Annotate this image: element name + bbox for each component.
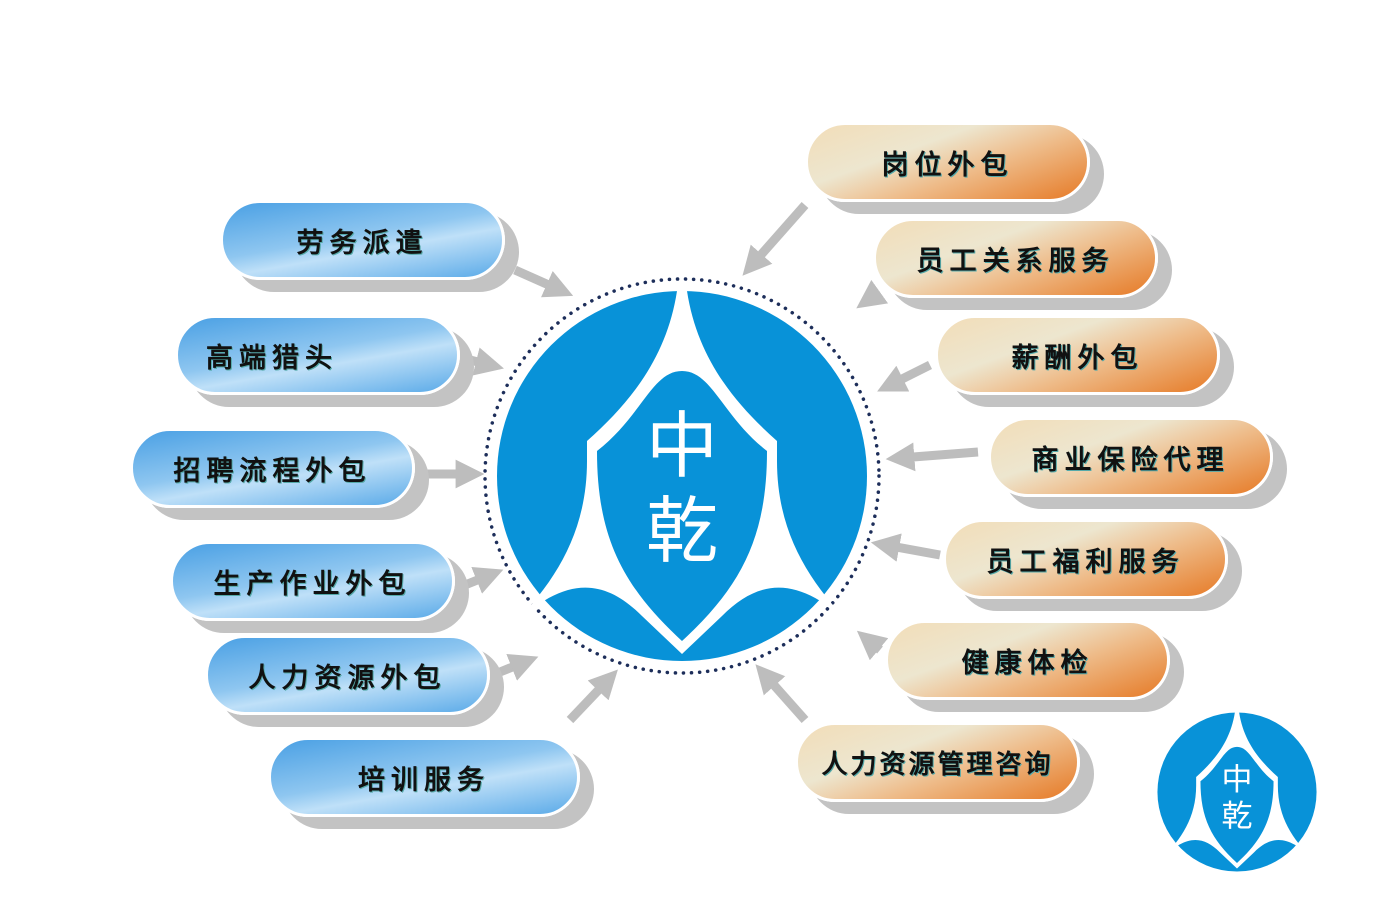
arrow	[463, 566, 504, 594]
arrow	[877, 360, 933, 392]
arrow	[566, 669, 618, 724]
logo-text-2: 乾	[646, 489, 718, 573]
service-pill: 商业保险代理	[988, 417, 1273, 497]
service-pill: 人力资源外包	[205, 635, 490, 715]
arrow	[468, 347, 504, 376]
service-pill: 员工福利服务	[943, 519, 1228, 599]
service-pill: 人力资源管理咨询	[795, 722, 1080, 802]
corner-logo: 中 乾	[1157, 712, 1317, 872]
arrow	[498, 653, 539, 681]
arrow	[742, 202, 809, 276]
arrow	[513, 265, 574, 298]
dotted-ring	[483, 277, 881, 675]
service-pill: 岗位外包	[805, 122, 1090, 202]
service-pill: 员工关系服务	[873, 218, 1158, 298]
service-pill: 培训服务	[268, 737, 580, 817]
service-pill: 招聘流程外包	[130, 428, 415, 508]
arrow	[885, 442, 979, 472]
service-pill: 高端猎头	[175, 315, 460, 395]
arrow	[856, 279, 889, 309]
svg-text:乾: 乾	[1222, 798, 1253, 834]
service-pill: 生产作业外包	[170, 541, 455, 621]
arrow	[870, 533, 941, 562]
arrow	[856, 630, 889, 661]
service-pill: 薪酬外包	[935, 315, 1220, 395]
svg-text:中: 中	[1222, 762, 1253, 798]
logo-text-1: 中	[646, 404, 718, 488]
service-pill: 健康体检	[885, 620, 1170, 700]
service-pill: 劳务派遣	[220, 200, 505, 280]
arrow	[755, 664, 809, 723]
